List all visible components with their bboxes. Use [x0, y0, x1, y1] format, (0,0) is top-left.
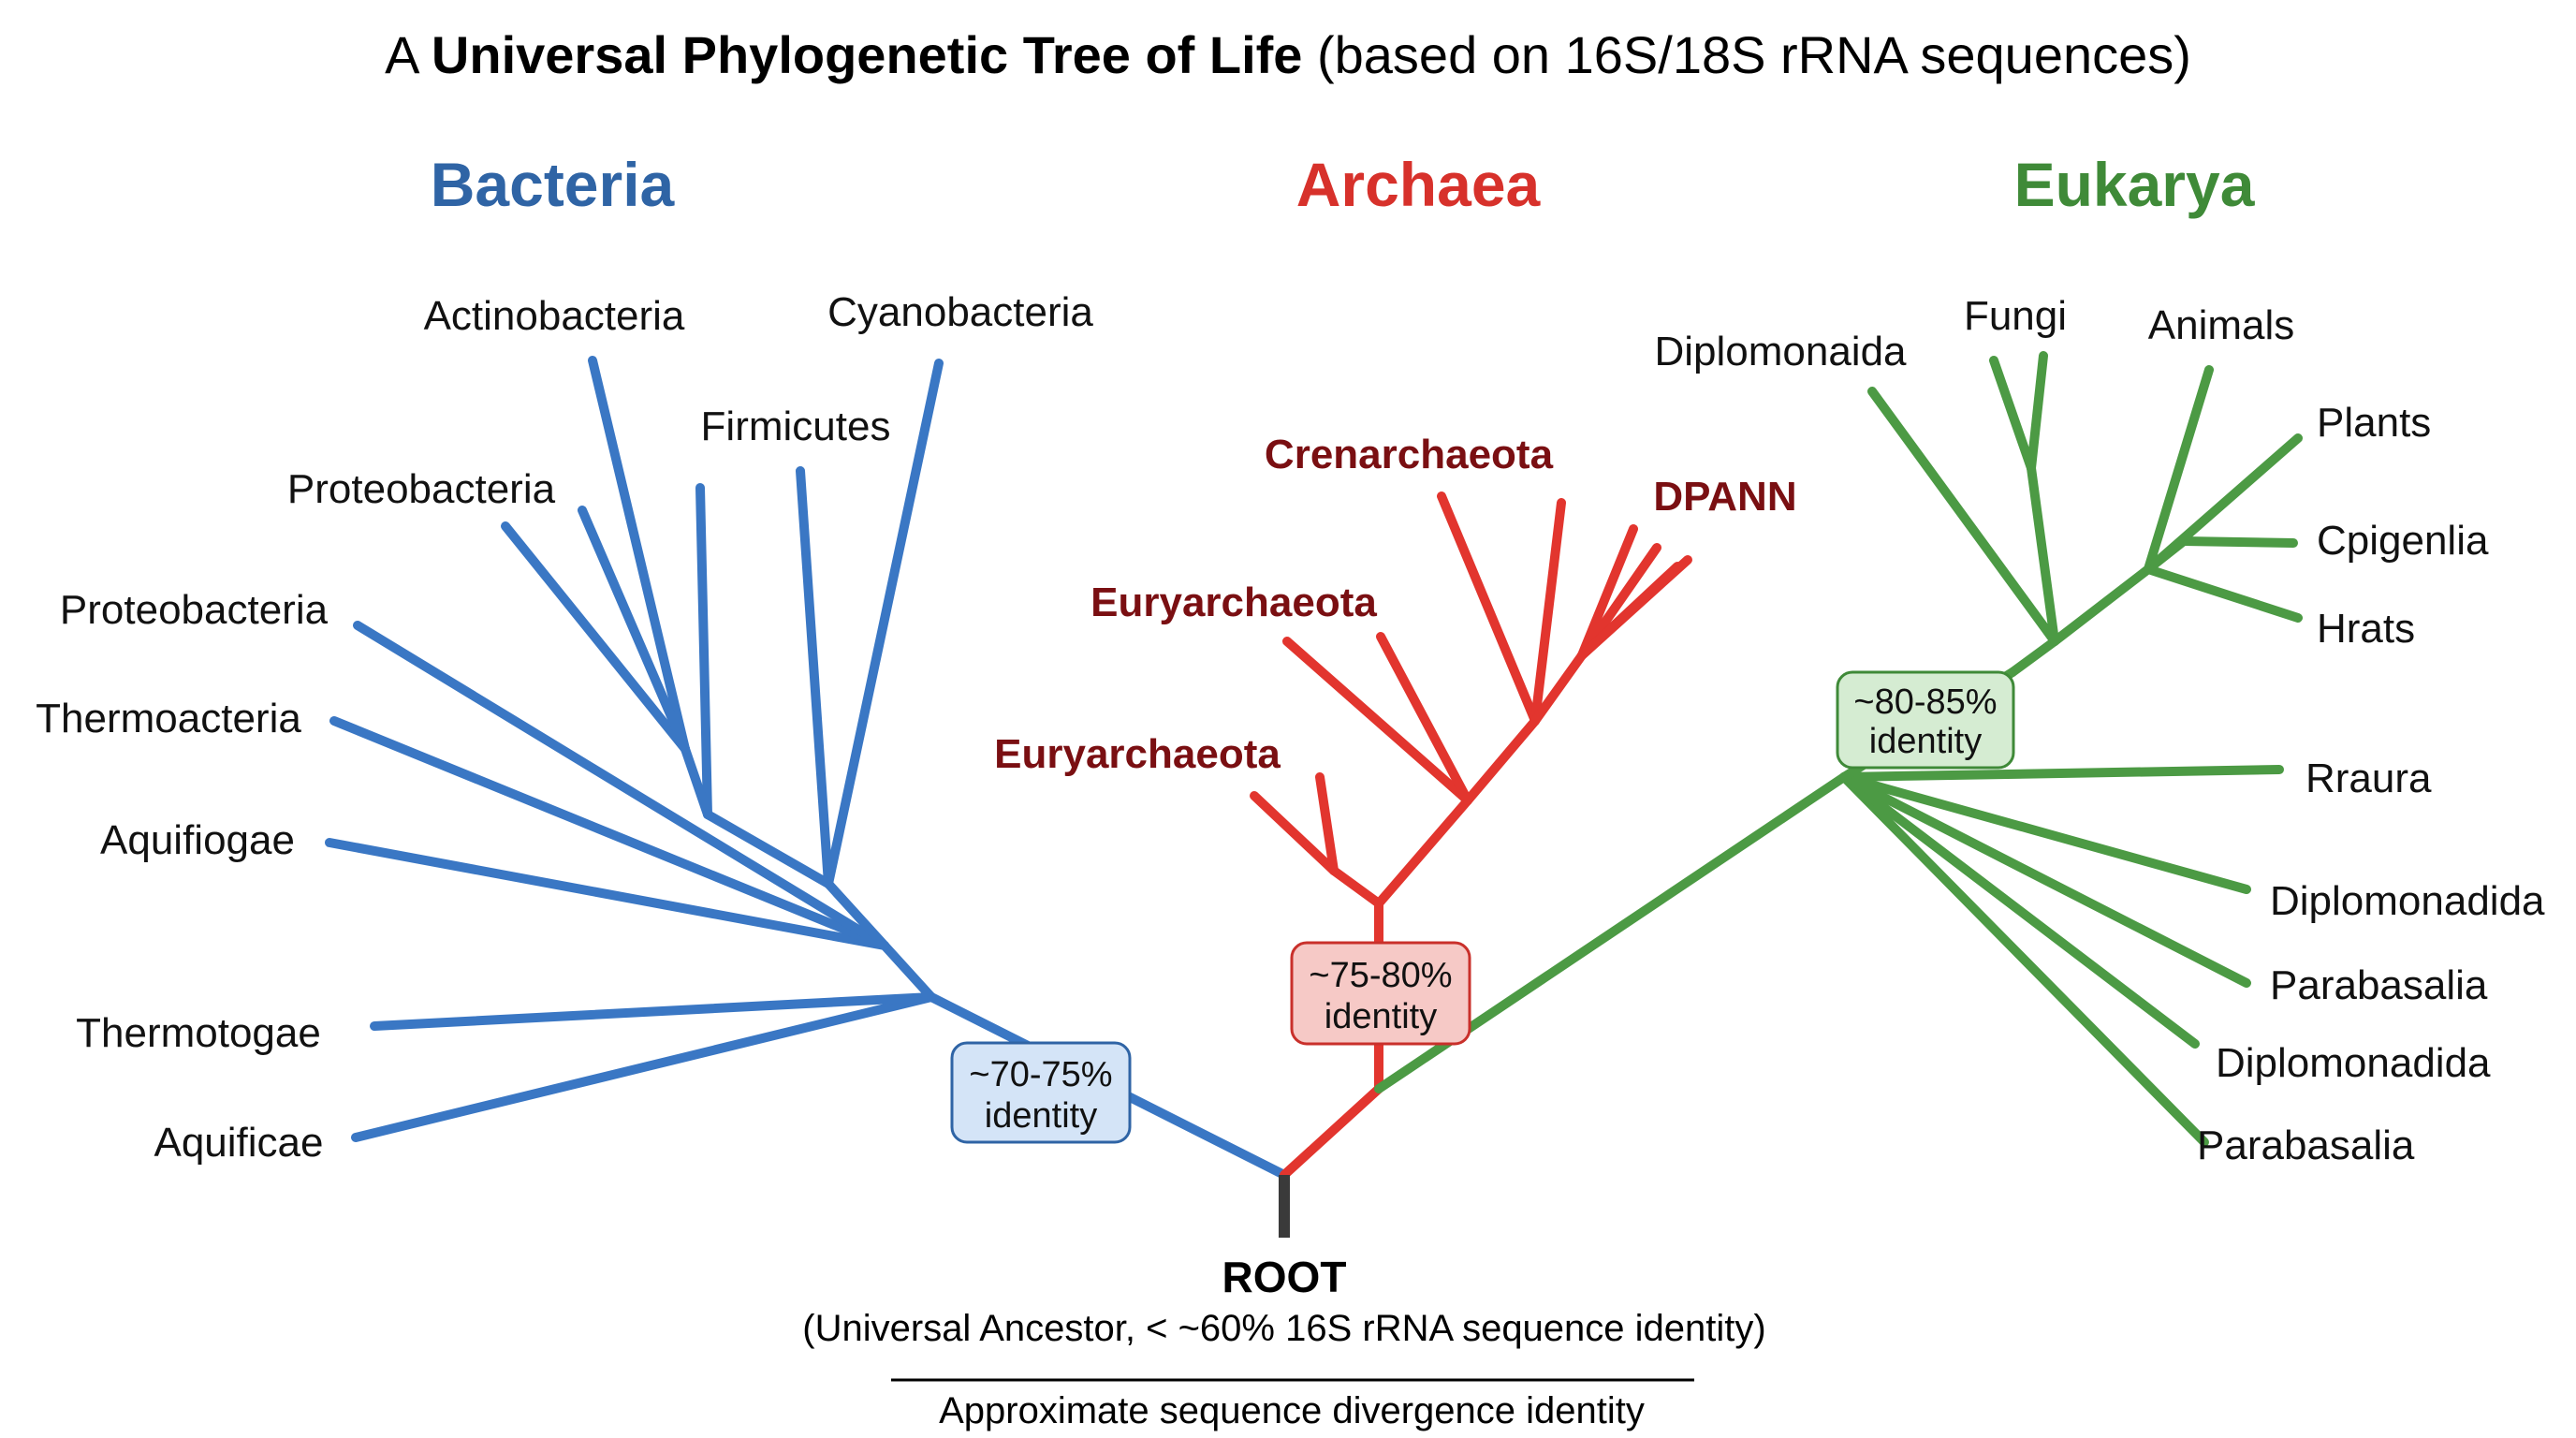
bacteria-branch-15	[578, 506, 690, 754]
root-sublabel: (Universal Ancestor, < ~60% 16S rRNA seq…	[802, 1308, 1765, 1349]
eukarya-branch-1	[1839, 772, 2209, 1147]
leaf-label-proteobacteria-upper: Proteobacteria	[287, 466, 556, 512]
root-label: ROOT	[1222, 1253, 1347, 1301]
eukarya-branch-3	[1839, 772, 2251, 988]
archaea-branch-5	[1374, 796, 1472, 908]
archaea-branch-9	[1437, 492, 1540, 726]
eukarya-branch-4	[1839, 772, 2251, 894]
leaf-label-proteobacteria-lower: Proteobacteria	[60, 587, 329, 633]
title-bold: Universal Phylogenetic Tree of Life	[432, 25, 1303, 84]
eukarya-branch-17	[2144, 565, 2303, 623]
archaea-branch-7	[1376, 632, 1472, 805]
leaf-label-dpann: DPANN	[1653, 474, 1796, 520]
leaf-label-fungi: Fungi	[1964, 293, 2067, 339]
eukarya-branch-10	[1989, 356, 2036, 473]
bacteria-branch-5	[329, 716, 889, 950]
leaf-label-thermotogae: Thermotogae	[76, 1010, 321, 1056]
leaf-label-parabasalia-lower: Parabasalia	[2197, 1123, 2415, 1168]
archaea-branch-8	[1463, 716, 1540, 805]
footer-caption: Approximate sequence divergence identity	[939, 1390, 1645, 1431]
identity-value-bacteria: ~70-75%	[969, 1055, 1112, 1094]
eukarya-branch-16	[2179, 536, 2298, 548]
leaf-label-diplomonaida: Diplomonaida	[1654, 329, 1907, 374]
bacteria-branch-10	[703, 810, 833, 888]
leaf-label-aquificae: Aquificae	[154, 1120, 323, 1166]
archaea-branch-10	[1530, 498, 1566, 726]
title-suffix: (based on 16S/18S rRNA sequences)	[1302, 25, 2190, 84]
title-prefix: A	[385, 25, 432, 84]
identity-label-eukarya: identity	[1869, 722, 1982, 761]
eukarya-branch-9	[2027, 463, 2059, 646]
identity-box-eukarya: ~80-85% identity	[1836, 670, 2015, 770]
archaea-branch-6	[1282, 637, 1472, 805]
bacteria-branch-6	[353, 621, 889, 950]
domain-archaea-heading: Archaea	[1296, 150, 1542, 219]
bacteria-branch-3	[880, 941, 936, 1002]
archaea-branch-0	[1280, 1084, 1383, 1180]
archaea-branch-11	[1530, 651, 1587, 726]
leaf-label-thermoacteria: Thermoacteria	[36, 696, 301, 741]
leaf-label-cyanobacteria: Cyanobacteria	[827, 289, 1093, 335]
eukarya-branch-12	[2050, 565, 2153, 646]
bacteria-branch-1	[351, 992, 936, 1142]
archaea-branch-4	[1315, 772, 1339, 875]
identity-label-archaea: identity	[1325, 997, 1437, 1036]
leaf-label-euryarchaeota-upper: Euryarchaeota	[1090, 580, 1377, 625]
bacteria-branches	[325, 356, 1289, 1180]
leaf-label-rraura: Rraura	[2305, 756, 2432, 801]
leaf-label-diplomonadida-lower: Diplomonadida	[2216, 1040, 2491, 1086]
leaf-label-plants: Plants	[2317, 400, 2431, 446]
eukarya-branch-13	[2144, 365, 2214, 574]
diagram-title: A Universal Phylogenetic Tree of Life (b…	[385, 25, 2191, 84]
bacteria-branch-13	[588, 356, 690, 754]
bacteria-branch-8	[824, 359, 944, 888]
bacteria-branch-14	[501, 521, 690, 754]
leaf-label-animals: Animals	[2148, 302, 2295, 348]
bacteria-branch-2	[370, 992, 936, 1031]
leaf-label-diplomonadida-upper: Diplomonadida	[2270, 878, 2545, 924]
leaf-label-crenarchaeota: Crenarchaeota	[1265, 432, 1554, 477]
bacteria-branch-12	[681, 744, 712, 819]
identity-value-archaea: ~75-80%	[1309, 956, 1452, 995]
leaf-label-actinobacteria: Actinobacteria	[424, 293, 685, 339]
leaf-label-euryarchaeota-lower: Euryarchaeota	[994, 731, 1281, 777]
identity-value-eukarya: ~80-85%	[1853, 682, 1997, 722]
bacteria-branch-4	[325, 838, 889, 950]
archaea-branch-3	[1250, 791, 1339, 875]
leaf-label-cpigenlia: Cpigenlia	[2317, 518, 2489, 564]
domain-bacteria-heading: Bacteria	[431, 150, 676, 219]
leaf-label-hrats: Hrats	[2317, 606, 2415, 652]
archaea-branch-2	[1329, 866, 1383, 908]
eukarya-branch-11	[2027, 351, 2048, 473]
identity-label-bacteria: identity	[985, 1096, 1097, 1136]
leaf-label-parabasalia-upper: Parabasalia	[2270, 962, 2488, 1008]
leaf-label-aquifiogae: Aquifiogae	[100, 817, 295, 863]
identity-box-bacteria: ~70-75% identity	[950, 1041, 1132, 1144]
archaea-branch-15	[1577, 555, 1692, 660]
archaea-branch-12	[1577, 524, 1638, 660]
domain-eukarya-heading: Eukarya	[2014, 150, 2256, 219]
identity-box-archaea: ~75-80% identity	[1290, 941, 1471, 1046]
eukarya-branch-8	[1867, 387, 2059, 646]
bacteria-branch-11	[695, 483, 712, 819]
eukarya-branch-15	[2144, 536, 2188, 574]
leaf-label-firmicutes: Firmicutes	[701, 404, 891, 449]
eukarya-branch-7	[2008, 637, 2059, 677]
eukarya-branch-5	[1839, 765, 2284, 782]
bacteria-branch-7	[824, 879, 889, 950]
eukarya-branch-2	[1839, 772, 2200, 1049]
bacteria-branch-9	[796, 466, 833, 888]
